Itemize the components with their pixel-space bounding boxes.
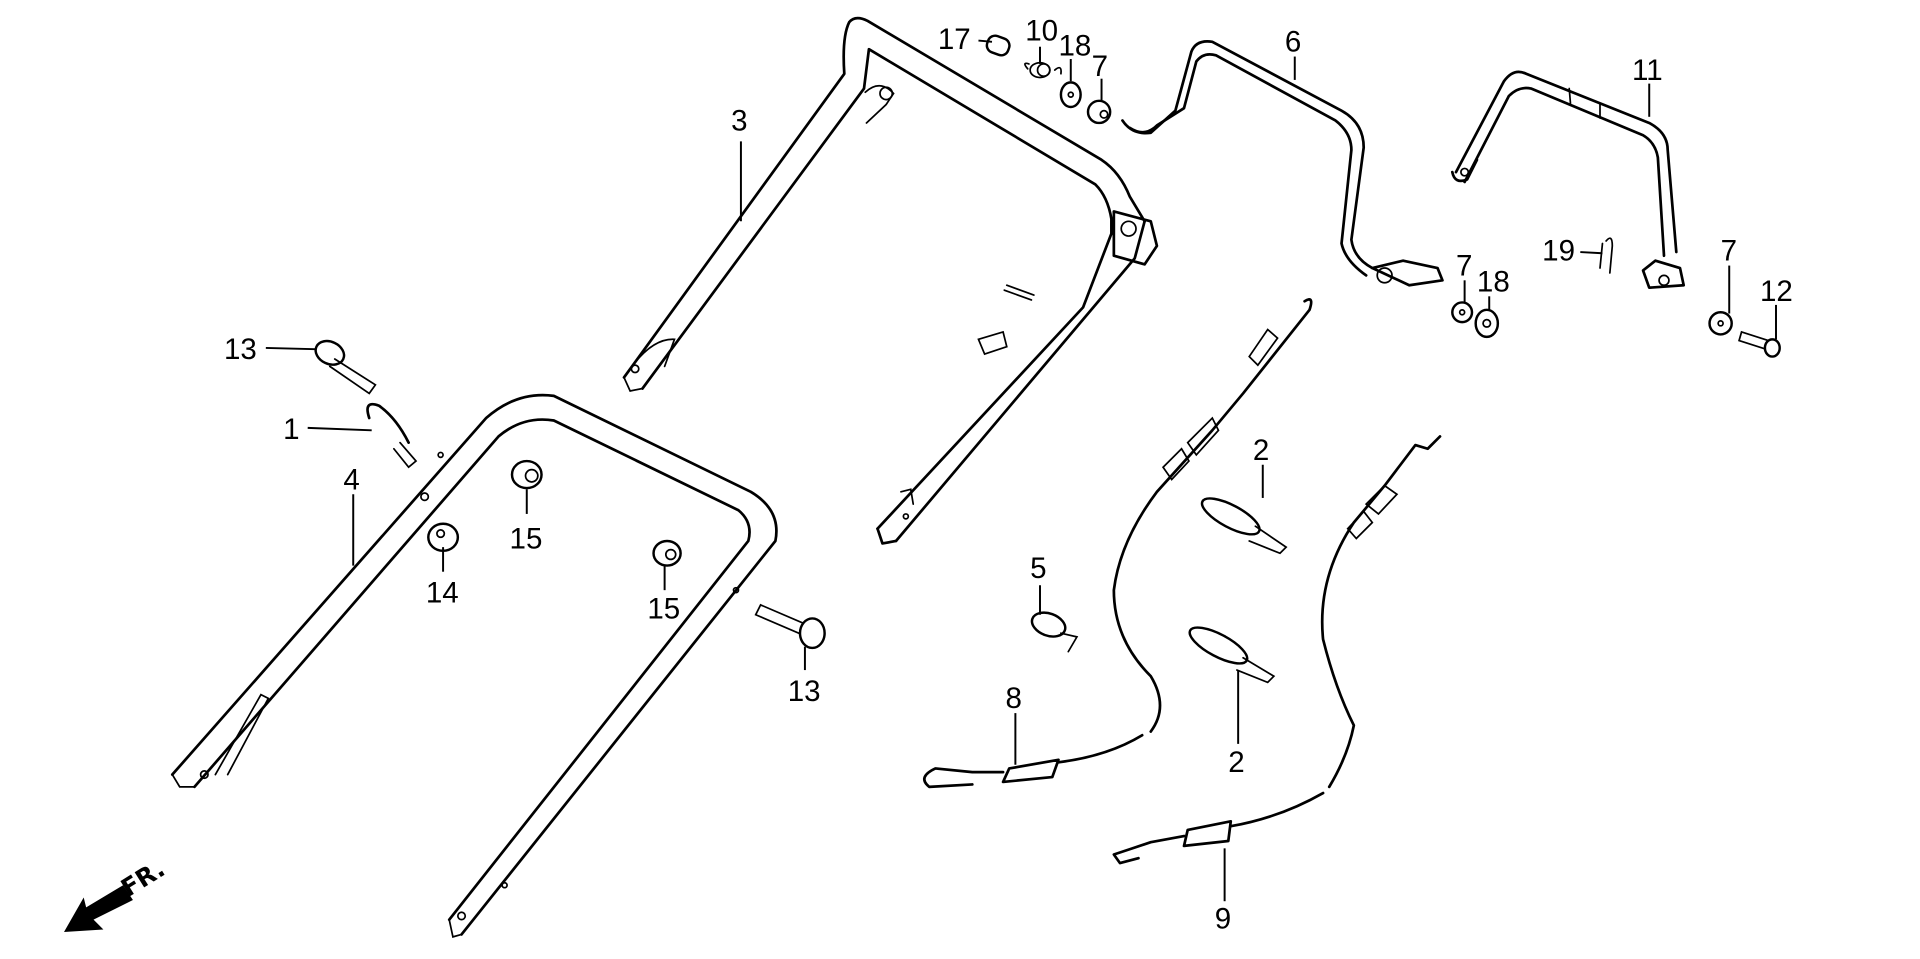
cable-clamp[interactable] xyxy=(1029,608,1079,653)
leader-lines xyxy=(265,39,1777,902)
nut-15-right[interactable] xyxy=(652,539,682,567)
callout-15-left: 15 xyxy=(510,522,543,555)
callouts: 13 1 4 3 14 15 15 13 17 10 18 7 6 11 19 … xyxy=(224,15,1793,936)
collar-7-mid[interactable] xyxy=(1451,301,1474,324)
arrow-down-left-icon xyxy=(64,885,133,932)
callout-4: 4 xyxy=(343,463,359,496)
callout-19: 19 xyxy=(1542,235,1575,268)
cable-clip-upper[interactable] xyxy=(1197,492,1288,555)
collar-7-top[interactable] xyxy=(1086,99,1112,125)
washer-18-top[interactable] xyxy=(1059,81,1082,109)
callout-7-right: 7 xyxy=(1721,235,1737,268)
collar-7-right[interactable] xyxy=(1708,311,1733,336)
callout-17: 17 xyxy=(938,23,971,56)
clip-19[interactable] xyxy=(1599,237,1614,274)
callout-5: 5 xyxy=(1030,552,1046,585)
nut-15-left[interactable] xyxy=(510,459,543,490)
collar-17[interactable] xyxy=(985,34,1012,58)
callout-12: 12 xyxy=(1760,275,1793,308)
callout-2-lower: 2 xyxy=(1228,746,1244,779)
front-direction-indicator: FR. xyxy=(64,854,170,932)
cable-clip-lower[interactable] xyxy=(1185,621,1276,684)
callout-8: 8 xyxy=(1006,682,1022,715)
clutch-cable[interactable] xyxy=(1112,435,1442,865)
callout-10: 10 xyxy=(1025,15,1058,48)
callout-3: 3 xyxy=(731,104,747,137)
callout-9: 9 xyxy=(1215,902,1231,935)
bolt-12[interactable] xyxy=(1738,330,1781,358)
clutch-lever[interactable] xyxy=(1450,70,1686,290)
callout-14: 14 xyxy=(426,576,459,609)
nut-14[interactable] xyxy=(427,522,460,553)
callout-13-bottom: 13 xyxy=(788,675,821,708)
callout-18-top: 18 xyxy=(1058,29,1091,62)
control-lever[interactable] xyxy=(1121,40,1444,287)
callout-1: 1 xyxy=(283,413,299,446)
callout-11: 11 xyxy=(1632,54,1663,87)
callout-15-right: 15 xyxy=(647,592,680,625)
callout-2-upper: 2 xyxy=(1253,434,1269,467)
callout-18-mid: 18 xyxy=(1477,265,1510,298)
callout-13-top: 13 xyxy=(224,333,257,366)
handle-bolt-13-top[interactable] xyxy=(312,337,377,395)
handle-bolt-13-bottom[interactable] xyxy=(754,603,826,650)
callout-7-mid: 7 xyxy=(1456,249,1472,282)
callout-6: 6 xyxy=(1285,26,1301,59)
callout-7-top: 7 xyxy=(1092,50,1108,83)
washer-18-mid[interactable] xyxy=(1474,308,1500,339)
spring-10[interactable] xyxy=(1024,61,1062,79)
control-cable[interactable] xyxy=(922,298,1313,789)
upper-handle[interactable] xyxy=(622,16,1159,545)
handle-knob-1[interactable] xyxy=(366,402,418,469)
lower-handle[interactable] xyxy=(170,393,778,938)
